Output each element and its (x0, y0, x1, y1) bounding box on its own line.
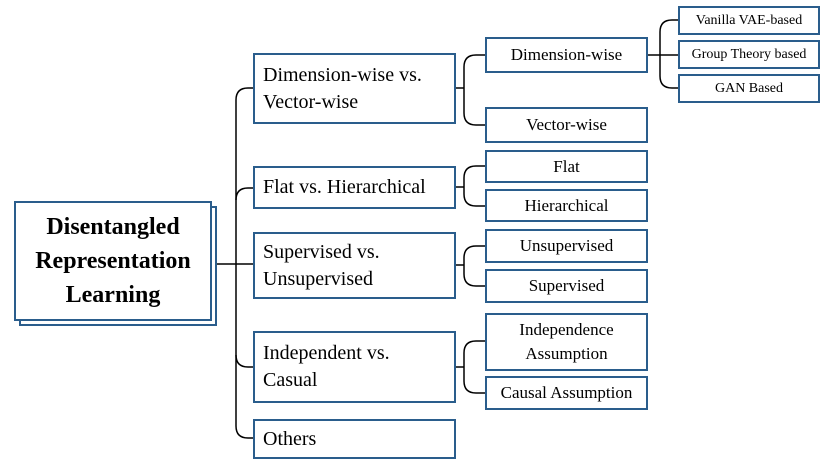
subcategory-dimension-wise: Dimension-wise (485, 37, 648, 73)
connector-root-to-independent (235, 264, 253, 368)
leaf-vanilla-vae-based: Vanilla VAE-based (678, 6, 820, 35)
subcategory-supervised: Supervised (485, 269, 648, 303)
root-node: Disentangled Representation Learning (14, 201, 212, 321)
connector-cat3-to-unsup (463, 245, 485, 265)
connector-root-to-dimension (235, 87, 253, 264)
leaf-label: GAN Based (714, 80, 784, 96)
leaf-label: Vanilla VAE-based (695, 12, 803, 28)
category-others: Others (253, 419, 456, 459)
subcategory-label: Flat (553, 156, 580, 176)
subcategory-label: Supervised (528, 276, 605, 295)
subcategory-vector-wise: Vector-wise (485, 107, 648, 143)
category-supervised-vs-unsupervised: Supervised vs. Unsupervised (253, 232, 456, 299)
connector-cat2-to-hier (463, 187, 485, 207)
leaf-group-theory-based: Group Theory based (678, 40, 820, 69)
subcategory-independence-assumption: Independence Assumption (485, 313, 648, 371)
category-line2: Casual (263, 369, 318, 391)
subcategory-label: Vector-wise (526, 115, 607, 134)
subcategory-causal-assumption: Causal Assumption (485, 376, 648, 410)
subcategory-unsupervised: Unsupervised (485, 229, 648, 263)
category-flat-vs-hierarchical: Flat vs. Hierarchical (253, 166, 456, 209)
connector-cat2-to-flat (463, 165, 485, 187)
subcategory-flat: Flat (485, 150, 648, 183)
subcategory-label: Hierarchical (524, 195, 609, 215)
connector-dim-to-vae (659, 19, 678, 55)
category-line1: Independent vs. (263, 342, 390, 364)
category-line2: Unsupervised (263, 267, 373, 290)
category-dimension-vs-vector: Dimension-wise vs. Vector-wise (253, 53, 456, 124)
subcategory-label: Unsupervised (519, 236, 614, 255)
root-line3: Learning (65, 282, 161, 308)
subcategory-line2: Assumption (525, 344, 608, 363)
connector-cat1-to-vector (463, 88, 485, 126)
connector-cat4-to-causal (463, 367, 485, 394)
category-independent-vs-casual: Independent vs. Casual (253, 331, 456, 403)
leaf-gan-based: GAN Based (678, 74, 820, 103)
subcategory-line1: Independence (519, 320, 614, 339)
root-line1: Disentangled (46, 214, 180, 240)
connector-root-to-flat (235, 187, 253, 201)
connector-cat3-to-sup (463, 265, 485, 287)
subcategory-label: Causal Assumption (500, 383, 633, 402)
connector-dim-to-gan (659, 55, 678, 89)
connector-cat1-to-dimension (463, 54, 485, 88)
category-line1: Supervised vs. (263, 240, 380, 263)
root-line2: Representation (35, 248, 191, 274)
connector-root-to-others (235, 355, 253, 439)
category-line1: Others (263, 427, 317, 450)
leaf-label: Group Theory based (691, 46, 807, 62)
subcategory-label: Dimension-wise (510, 45, 623, 64)
connector-cat4-to-indep (463, 340, 485, 367)
category-line1: Dimension-wise vs. (263, 63, 422, 86)
category-line2: Vector-wise (263, 90, 359, 113)
subcategory-hierarchical: Hierarchical (485, 189, 648, 222)
category-line1: Flat vs. Hierarchical (263, 176, 426, 198)
